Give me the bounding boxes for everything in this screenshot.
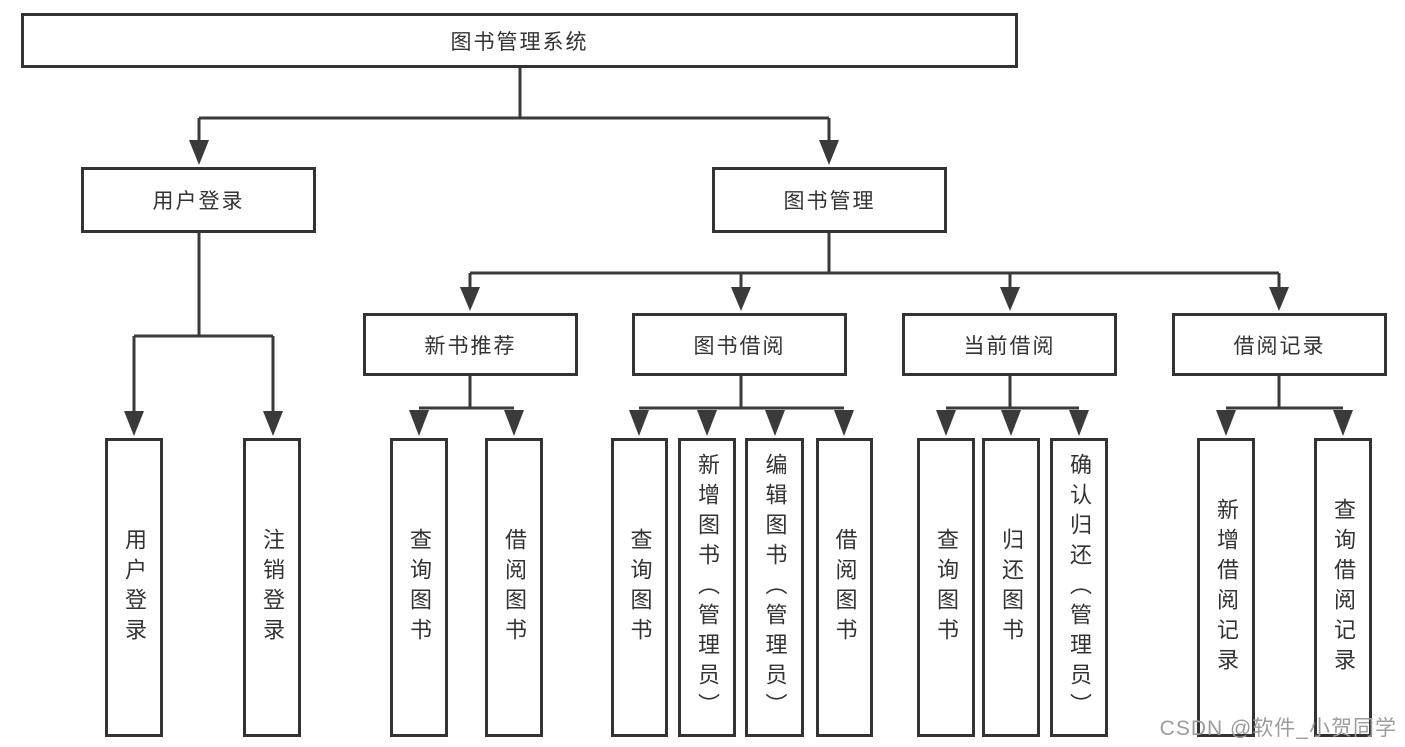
leaf-recommend-query-books: 查询图书 <box>390 438 448 737</box>
leaf-borrowing-query-books-label: 查询图书 <box>627 527 653 648</box>
arrowheads <box>124 140 1353 436</box>
node-user-login-label: 用户登录 <box>152 190 245 213</box>
node-borrowing-records: 借阅记录 <box>1172 313 1387 376</box>
leaf-user-login-label: 用户登录 <box>122 527 147 648</box>
leaf-user-login: 用户登录 <box>105 438 163 737</box>
leaf-current-query-books: 查询图书 <box>917 438 975 737</box>
node-new-book-recommend-label: 新书推荐 <box>424 334 517 358</box>
node-current-borrowing: 当前借阅 <box>902 313 1117 376</box>
leaf-return-books-label: 归还图书 <box>999 527 1024 648</box>
node-new-book-recommend: 新书推荐 <box>363 313 578 376</box>
leaf-logout-label: 注销登录 <box>260 527 285 648</box>
node-book-borrowing-label: 图书借阅 <box>693 334 786 358</box>
leaf-add-borrow-record-label: 新增借阅记录 <box>1214 497 1239 678</box>
leaf-borrowing-query-books: 查询图书 <box>611 438 668 737</box>
node-book-management-label: 图书管理 <box>783 190 876 213</box>
leaf-borrow-books-label: 借阅图书 <box>832 527 858 648</box>
leaf-confirm-return-admin: 确认归还（管理员） <box>1050 438 1108 737</box>
connector-paths <box>132 68 1343 414</box>
node-user-login: 用户登录 <box>81 167 316 233</box>
leaf-borrow-books: 借阅图书 <box>816 438 873 737</box>
leaf-edit-books-admin-label: 编辑图书（管理员） <box>762 452 788 723</box>
leaf-query-borrow-record-label: 查询借阅记录 <box>1331 497 1356 678</box>
node-borrowing-records-label: 借阅记录 <box>1233 334 1326 358</box>
leaf-return-books: 归还图书 <box>982 438 1040 737</box>
leaf-recommend-borrow-books-label: 借阅图书 <box>502 527 527 648</box>
node-book-management: 图书管理 <box>712 167 947 233</box>
leaf-edit-books-admin: 编辑图书（管理员） <box>745 438 804 737</box>
csdn-watermark: CSDN @软件_小贺同学 <box>1159 717 1397 740</box>
leaf-query-borrow-record: 查询借阅记录 <box>1314 438 1372 737</box>
leaf-add-books-admin: 新增图书（管理员） <box>678 438 736 737</box>
leaf-add-borrow-record: 新增借阅记录 <box>1197 438 1255 737</box>
leaf-logout: 注销登录 <box>243 438 301 737</box>
node-current-borrowing-label: 当前借阅 <box>963 334 1056 358</box>
leaf-recommend-query-books-label: 查询图书 <box>407 527 432 648</box>
node-library-system-label: 图书管理系统 <box>450 30 589 54</box>
node-book-borrowing: 图书借阅 <box>632 313 847 376</box>
leaf-recommend-borrow-books: 借阅图书 <box>485 438 543 737</box>
node-library-system: 图书管理系统 <box>21 13 1018 68</box>
leaf-confirm-return-admin-label: 确认归还（管理员） <box>1067 452 1092 723</box>
leaf-current-query-books-label: 查询图书 <box>934 527 959 648</box>
leaf-add-books-admin-label: 新增图书（管理员） <box>695 452 720 723</box>
